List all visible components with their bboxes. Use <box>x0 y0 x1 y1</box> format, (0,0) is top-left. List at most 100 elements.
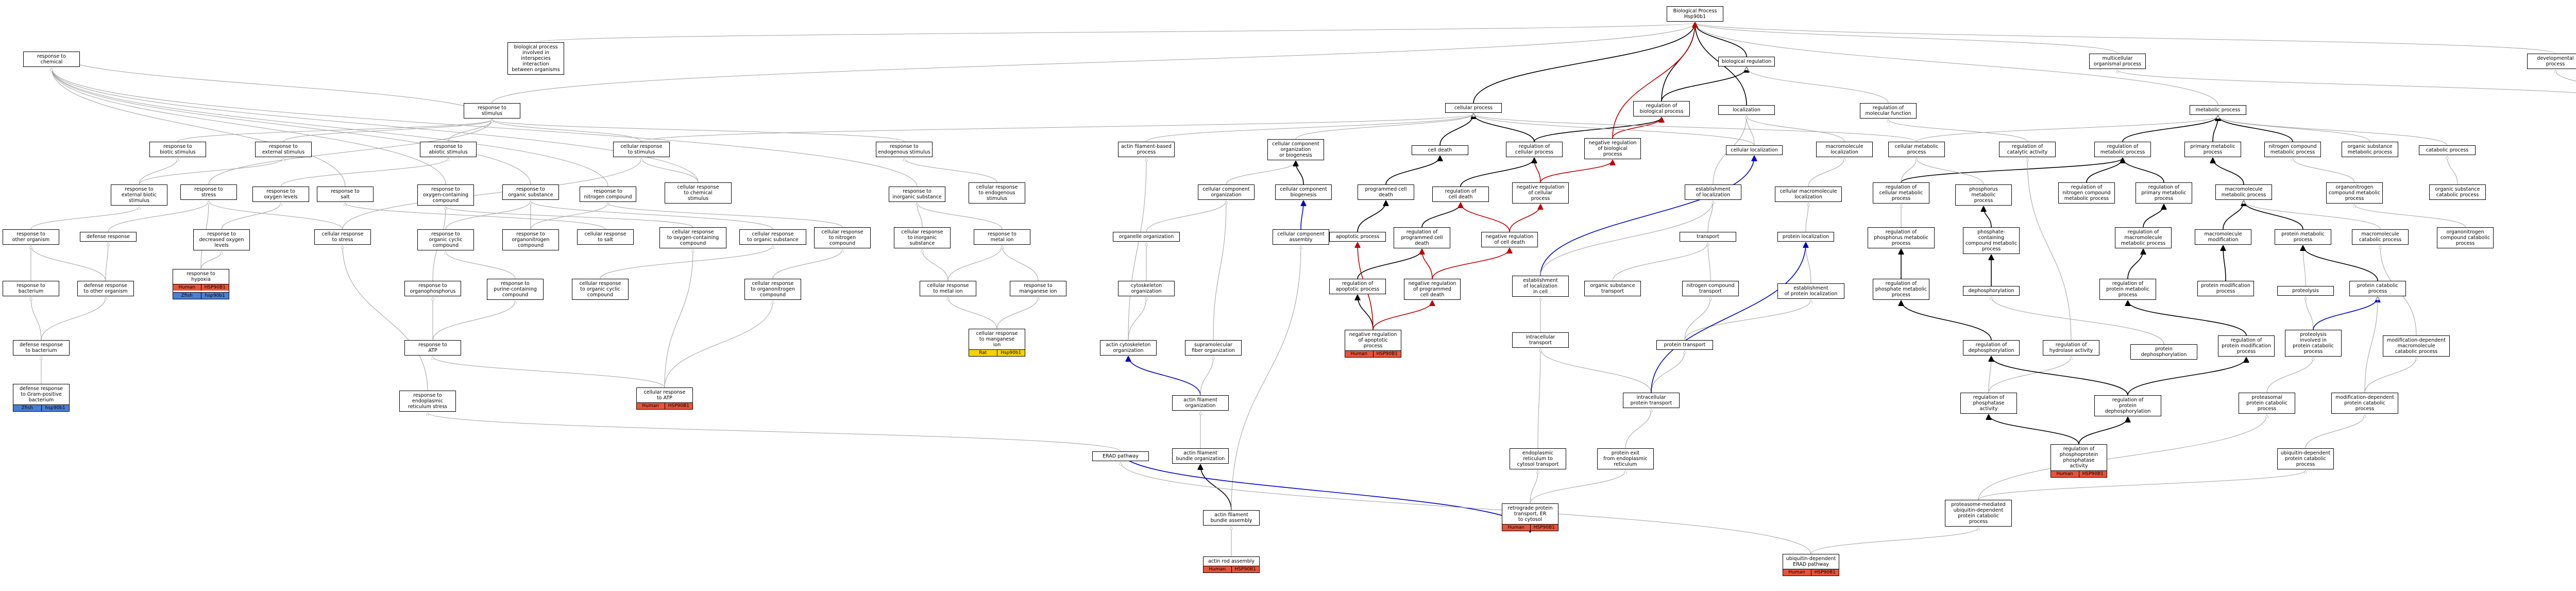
go-term-resp-inorg[interactable]: response to inorganic substance <box>889 187 945 202</box>
go-term-catab[interactable]: catabolic process <box>2419 145 2476 155</box>
go-term-phosphate-met[interactable]: phosphate-containing compound metabolic … <box>1963 227 2020 254</box>
go-term-estab-loc[interactable]: establishment of localization <box>1685 184 1741 200</box>
go-term-erad[interactable]: ERAD pathway <box>1092 451 1149 461</box>
go-term-neg-reg-prog-death[interactable]: negative regulation of programmed cell d… <box>1404 279 1461 300</box>
go-term-cell-resp-stress[interactable]: cellular response to stress <box>314 229 371 245</box>
go-term-ubiq-dep-catab[interactable]: ubiquitin-dependent protein catabolic pr… <box>2277 448 2334 469</box>
go-term-reg-phosphatase[interactable]: regulation of phosphatase activity <box>1960 393 2017 414</box>
go-term-cell-resp-stim[interactable]: cellular response to stimulus <box>613 142 670 157</box>
go-term-mod-dep-protein-catab[interactable]: modification-dependent protein catabolic… <box>2331 393 2398 414</box>
go-term-root[interactable]: Biological Process Hsp90b1 <box>1667 6 1723 22</box>
go-term-er-to-cytosol[interactable]: endoplasmic reticulum to cytosol transpo… <box>1510 448 1566 469</box>
go-term-metproc[interactable]: metabolic process <box>2190 105 2246 115</box>
go-term-organelle-org[interactable]: organelle organization <box>1113 232 1180 242</box>
go-term-defense-resp-other[interactable]: defense response to other organism <box>77 281 134 296</box>
go-term-resp-purine[interactable]: response to purine-containing compound <box>487 279 544 300</box>
go-term-apoptotic[interactable]: apoptotic process <box>1329 232 1386 242</box>
go-term-macromol-mod[interactable]: macromolecule modification <box>2195 229 2251 245</box>
go-term-cytoskeleton-org[interactable]: cytoskeleton organization <box>1118 281 1175 296</box>
go-term-bioreg[interactable]: biological regulation <box>1718 57 1775 66</box>
go-term-supramol-fiber[interactable]: supramolecular fiber organization <box>1185 340 1242 356</box>
go-term-resp-chem[interactable]: response to chemical <box>23 52 80 67</box>
go-term-protein-loc[interactable]: protein localization <box>1777 232 1834 242</box>
go-term-neg-reg-cellproc[interactable]: negative regulation of cellular process <box>1512 182 1569 204</box>
go-term-reg-prog-death[interactable]: regulation of programmed cell death <box>1394 227 1450 248</box>
go-term-reg-met[interactable]: regulation of metabolic process <box>2094 142 2151 157</box>
go-term-reg-cellproc[interactable]: regulation of cellular process <box>1506 142 1563 157</box>
go-term-resp-ext-biotic[interactable]: response to external biotic stimulus <box>111 184 167 206</box>
go-term-resp-biotic[interactable]: response to biotic stimulus <box>149 142 206 157</box>
go-term-resp-organophos[interactable]: response to organophosphorus <box>404 281 461 296</box>
go-term-reg-phosphoprot-phosphatase[interactable]: regulation of phosphoprotein phosphatase… <box>2050 444 2107 478</box>
go-term-actin-bundle-assembly[interactable]: actin filament bundle assembly <box>1203 510 1260 526</box>
go-term-prim-met[interactable]: primary metabolic process <box>2184 142 2241 157</box>
go-term-protein-exit-er[interactable]: protein exit from endoplasmic reticulum <box>1597 448 1654 469</box>
go-term-resp-salt[interactable]: response to salt <box>317 187 374 202</box>
go-term-resp-external[interactable]: response to external stimulus <box>255 142 312 157</box>
go-term-organonitro-catab[interactable]: organonitrogen compound catabolic proces… <box>2437 227 2494 248</box>
go-term-multicell[interactable]: multicellular organismal process <box>2089 54 2146 69</box>
go-term-cell-resp-salt[interactable]: cellular response to salt <box>577 229 634 245</box>
go-term-protein-dephos[interactable]: protein dephosphorylation <box>2130 344 2197 360</box>
go-term-reg-cell-death[interactable]: regulation of cell death <box>1432 187 1489 202</box>
go-term-intracell-protein-transport[interactable]: intracellular protein transport <box>1623 393 1680 408</box>
go-term-cell-resp-org-sub[interactable]: cellular response to organic substance <box>739 229 806 245</box>
go-term-actin-cyto-org[interactable]: actin cytoskeleton organization <box>1100 340 1157 356</box>
go-term-cell-resp-oxy[interactable]: cellular response to oxygen-containing c… <box>659 227 726 248</box>
go-term-neg-reg-cell-death[interactable]: negative regulation of cell death <box>1481 232 1538 247</box>
go-term-reg-cell-met[interactable]: regulation of cellular metabolic process <box>1873 182 1929 204</box>
go-term-proteolysis[interactable]: proteolysis <box>2277 286 2334 296</box>
go-term-cell-resp-org-cyclic[interactable]: cellular response to organic cyclic comp… <box>572 279 629 300</box>
go-term-cell-resp-endog[interactable]: cellular response to endogenous stimulus <box>969 182 1025 204</box>
go-term-org-sub-transport[interactable]: organic substance transport <box>1584 281 1641 296</box>
go-term-reg-prim-met[interactable]: regulation of primary metabolic process <box>2136 182 2192 204</box>
go-term-reg-protein-dephos[interactable]: regulation of protein dephosphorylation <box>2094 395 2161 416</box>
go-term-cc-assembly[interactable]: cellular component assembly <box>1273 229 1329 245</box>
go-term-interspecies[interactable]: biological process involved in interspec… <box>507 42 564 75</box>
go-term-macromol-loc[interactable]: macromolecule localization <box>1816 142 1873 157</box>
go-term-resp-decr-oxy[interactable]: response to decreased oxygen levels <box>193 229 250 250</box>
go-term-resp-stim[interactable]: response to stimulus <box>464 103 520 119</box>
go-term-devproc[interactable]: developmental process <box>2527 54 2576 69</box>
go-term-cell-resp-metal[interactable]: cellular response to metal ion <box>920 281 976 296</box>
go-term-defense-resp[interactable]: defense response <box>80 232 137 242</box>
go-term-dephos[interactable]: dephosphorylation <box>1963 286 2020 296</box>
go-term-estab-protein-loc[interactable]: establishment of protein localization <box>1777 283 1844 299</box>
go-term-phos-met[interactable]: phosphorus metabolic process <box>1955 184 2012 206</box>
go-term-reg-phosphate-met[interactable]: regulation of phosphate metabolic proces… <box>1873 279 1929 300</box>
go-term-protein-transport[interactable]: protein transport <box>1656 340 1713 350</box>
go-term-cellproc[interactable]: cellular process <box>1445 103 1502 113</box>
go-term-actin-fil-org[interactable]: actin filament organization <box>1172 395 1229 411</box>
go-term-resp-oxy-levels[interactable]: response to oxygen levels <box>252 187 309 202</box>
go-term-cell-death[interactable]: cell death <box>1412 145 1468 155</box>
go-term-reg-phos-met[interactable]: regulation of phosphorus metabolic proce… <box>1868 227 1935 248</box>
go-term-protein-catab[interactable]: protein catabolic process <box>2349 281 2406 296</box>
go-term-cell-resp-chem[interactable]: cellular response to chemical stimulus <box>665 182 732 204</box>
go-term-defense-gram-pos[interactable]: defense response to Gram-positive bacter… <box>13 384 70 412</box>
go-term-macromol-catab[interactable]: macromolecule catabolic process <box>2352 229 2409 245</box>
go-term-nitro-met[interactable]: nitrogen compound metabolic process <box>2264 142 2321 157</box>
go-term-resp-abiotic[interactable]: response to abiotic stimulus <box>420 142 477 157</box>
go-term-organonitro-met[interactable]: organonitrogen compound metabolic proces… <box>2326 182 2383 204</box>
go-term-reg-protein-met[interactable]: regulation of protein metabolic process <box>2099 279 2156 300</box>
go-term-macromol-met[interactable]: macromolecule metabolic process <box>2215 184 2272 200</box>
go-term-resp-nitro[interactable]: response to nitrogen compound <box>580 187 636 202</box>
go-term-resp-org-cyclic[interactable]: response to organic cyclic compound <box>417 229 474 250</box>
go-term-resp-atp[interactable]: response to ATP <box>404 340 461 356</box>
go-term-reg-protein-mod[interactable]: regulation of protein modification proce… <box>2218 335 2275 357</box>
go-term-reg-molfn[interactable]: regulation of molecular function <box>1860 103 1917 119</box>
go-term-intracell-transport[interactable]: intracellular transport <box>1512 332 1569 348</box>
go-term-proteasomal-catab[interactable]: proteasomal protein catabolic process <box>2239 393 2295 414</box>
go-term-resp-org-sub[interactable]: response to organic substance <box>502 184 559 200</box>
go-term-cell-met[interactable]: cellular metabolic process <box>1888 142 1945 157</box>
go-term-cell-resp-nitro[interactable]: cellular response to nitrogen compound <box>814 227 871 248</box>
go-term-cell-resp-organonitro[interactable]: cellular response to organonitrogen comp… <box>744 279 801 300</box>
go-term-cc-org[interactable]: cellular component organization <box>1198 184 1255 200</box>
go-term-localization[interactable]: localization <box>1718 105 1775 115</box>
go-term-proteolysis-catab[interactable]: proteolysis involved in protein cataboli… <box>2285 330 2342 357</box>
go-term-resp-other-org[interactable]: response to other organism <box>3 229 59 245</box>
